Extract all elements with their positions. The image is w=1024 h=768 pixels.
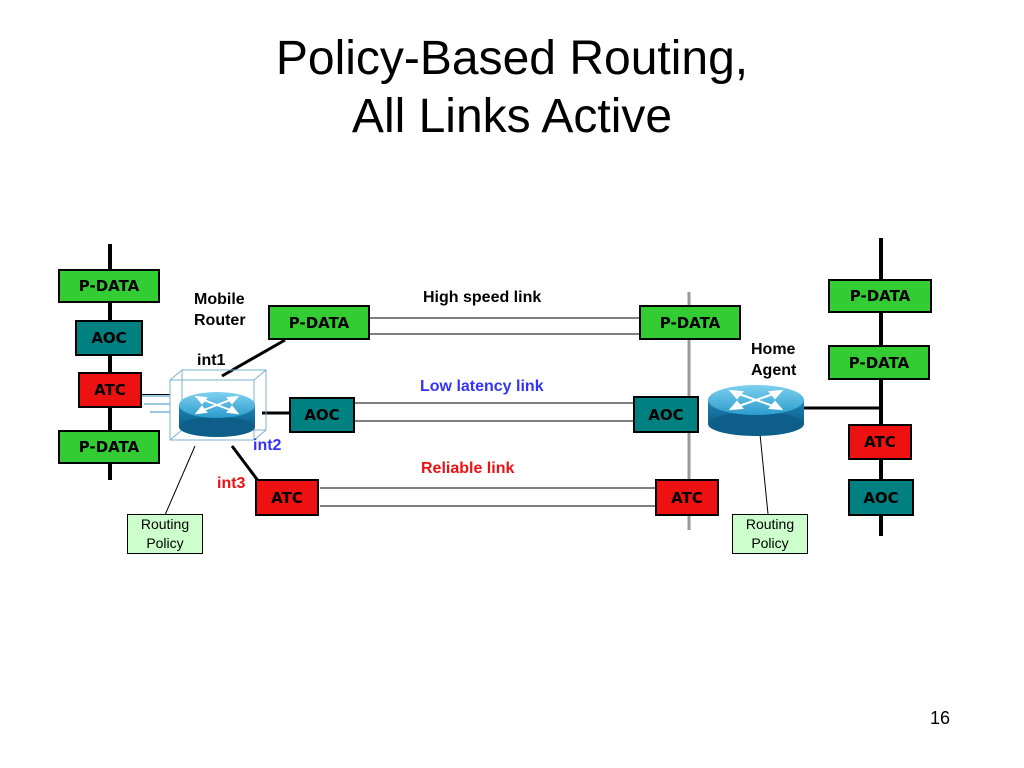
reliable-link [320, 487, 655, 507]
left-p-data-box-1: P-DATA [58, 269, 160, 303]
right-atc-box: ATC [848, 424, 912, 460]
title-line-1: Policy-Based Routing, [275, 32, 749, 85]
left-routing-policy-line2: Policy [146, 535, 184, 551]
right-routing-policy-line2: Policy [751, 535, 789, 551]
page-number: 16 [930, 708, 951, 728]
home-agent-label: Home Agent [751, 339, 796, 381]
high-speed-link-label: High speed link [423, 289, 542, 306]
right-policy-connector [759, 433, 769, 515]
low-latency-link-label: Low latency link [420, 378, 544, 395]
slide-title: Policy-Based Routing, All Links Active [0, 30, 1024, 146]
reliable-link-label: Reliable link [421, 460, 515, 477]
left-p-data-box-2: P-DATA [58, 430, 160, 464]
left-routing-policy-line1: Routing [140, 516, 190, 532]
int1-cable [221, 338, 286, 378]
int2-label: int2 [253, 437, 282, 454]
left-atc-box: ATC [78, 372, 142, 408]
left-policy-connector [164, 445, 196, 516]
mobile-router-label-line1: Mobile [194, 291, 245, 308]
left-routing-policy-box: Routing Policy [127, 514, 203, 554]
high-speed-link [370, 317, 641, 335]
reliable-right-atc-box: ATC [655, 479, 719, 516]
low-latency-left-aoc-box: AOC [289, 397, 355, 433]
int1-label: int1 [197, 352, 226, 369]
left-aoc-box: AOC [75, 320, 143, 356]
reliable-left-atc-box: ATC [255, 479, 319, 516]
right-aoc-box: AOC [848, 479, 914, 516]
right-p-data-box-1: P-DATA [828, 279, 932, 313]
title-line-2: All Links Active [351, 90, 673, 143]
home-agent-label-line2: Agent [751, 362, 797, 379]
high-speed-left-p-data-box: P-DATA [268, 305, 370, 340]
high-speed-right-p-data-box: P-DATA [639, 305, 741, 340]
int3-label: int3 [217, 475, 246, 492]
right-routing-policy-line1: Routing [745, 516, 795, 532]
right-routing-policy-box: Routing Policy [732, 514, 808, 554]
right-p-data-box-2: P-DATA [828, 345, 930, 380]
mobile-router-label: Mobile Router [194, 289, 246, 331]
home-agent-router-icon [708, 385, 804, 436]
low-latency-right-aoc-box: AOC [633, 396, 699, 433]
mobile-router-icon [136, 369, 267, 441]
mobile-router-label-line2: Router [194, 312, 246, 329]
low-latency-link [355, 402, 633, 422]
home-agent-label-line1: Home [751, 341, 796, 358]
